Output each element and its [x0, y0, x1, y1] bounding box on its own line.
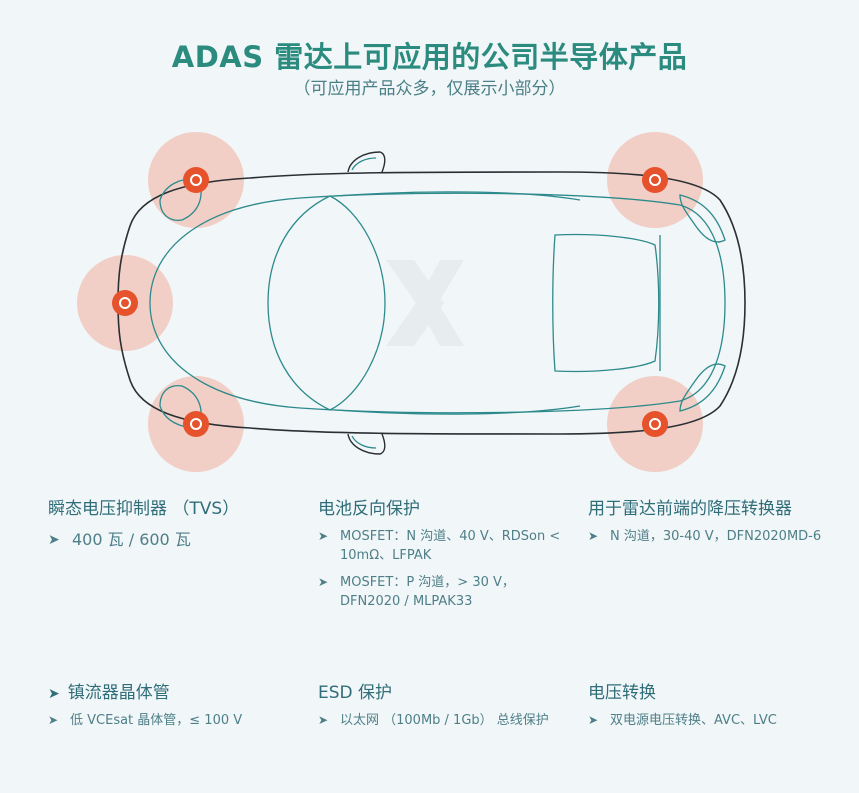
group-items: ➤N 沟道，30-40 V，DFN2020MD-6: [588, 527, 848, 546]
arrow-right-icon: ➤: [318, 575, 329, 589]
list-item: ➤400 瓦 / 600 瓦: [48, 530, 191, 549]
list-item: ➤MOSFET：P 沟道，> 30 V，DFN2020 / MLPAK33: [318, 575, 515, 609]
page-title: ADAS 雷达上可应用的公司半导体产品: [171, 40, 688, 74]
product-group-buck-converter: 用于雷达前端的降压转换器 ➤N 沟道，30-40 V，DFN2020MD-6: [588, 494, 848, 546]
radar-sensor-icon: [642, 411, 668, 437]
brand-watermark: [386, 260, 464, 346]
list-item: ➤N 沟道，30-40 V，DFN2020MD-6: [588, 529, 822, 544]
group-items: ➤MOSFET：N 沟道、40 V、RDSon < 10mΩ、LFPAK ➤MO…: [318, 527, 570, 611]
product-group-reverse-battery: 电池反向保护 ➤MOSFET：N 沟道、40 V、RDSon < 10mΩ、LF…: [318, 494, 570, 611]
product-group-esd: ESD 保护 ➤以太网 （100Mb / 1Gb） 总线保护: [318, 678, 570, 730]
arrow-right-icon: ➤: [48, 713, 59, 727]
car-inner-lines: [149, 157, 726, 449]
radar-sensor-icon: [183, 167, 209, 193]
group-items: ➤双电源电压转换、AVC、LVC: [588, 711, 848, 730]
group-heading: 用于雷达前端的降压转换器: [588, 499, 792, 519]
group-heading: 电池反向保护: [318, 499, 420, 519]
group-heading: ESD 保护: [318, 683, 393, 703]
page-subtitle: （可应用产品众多，仅展示小部分）: [293, 79, 566, 99]
product-group-ballast-transistor: ➤镇流器晶体管 ➤低 VCEsat 晶体管，≤ 100 V: [48, 678, 298, 730]
car-diagram: [77, 132, 746, 472]
group-heading: 电压转换: [588, 683, 656, 703]
product-group-tvs: 瞬态电压抑制器 （TVS） ➤400 瓦 / 600 瓦: [48, 494, 298, 551]
list-item: ➤低 VCEsat 晶体管，≤ 100 V: [48, 713, 243, 728]
group-heading: 瞬态电压抑制器 （TVS）: [48, 499, 240, 519]
list-item: ➤双电源电压转换、AVC、LVC: [588, 713, 777, 728]
radar-sensor-icon: [642, 167, 668, 193]
mirror-bottom: [347, 433, 386, 455]
product-group-voltage-translation: 电压转换 ➤双电源电压转换、AVC、LVC: [588, 678, 848, 730]
mirror-top: [347, 151, 386, 173]
arrow-right-icon: ➤: [318, 529, 329, 543]
arrow-right-icon: ➤: [48, 686, 60, 702]
arrow-right-icon: ➤: [48, 532, 60, 548]
arrow-right-icon: ➤: [588, 529, 599, 543]
list-item: ➤MOSFET：N 沟道、40 V、RDSon < 10mΩ、LFPAK: [318, 529, 561, 563]
arrow-right-icon: ➤: [588, 713, 599, 727]
list-item: ➤以太网 （100Mb / 1Gb） 总线保护: [318, 713, 549, 728]
arrow-right-icon: ➤: [318, 713, 329, 727]
group-heading: ➤镇流器晶体管: [48, 683, 170, 703]
group-items: ➤低 VCEsat 晶体管，≤ 100 V: [48, 711, 298, 730]
group-items: ➤以太网 （100Mb / 1Gb） 总线保护: [318, 711, 570, 730]
radar-sensor-icon: [183, 411, 209, 437]
group-items: ➤400 瓦 / 600 瓦: [48, 529, 298, 551]
radar-sensor-icon: [112, 290, 138, 316]
